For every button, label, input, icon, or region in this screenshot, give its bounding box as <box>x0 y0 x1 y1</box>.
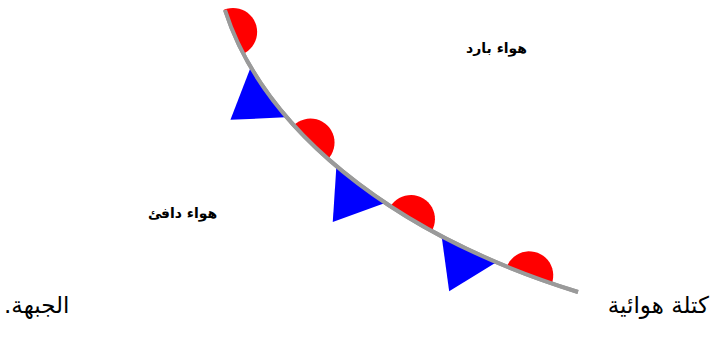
caption-text: كتلة هوائية <box>608 292 709 320</box>
caption-text: الجبهة. <box>4 292 69 320</box>
front-line <box>225 10 578 292</box>
warm-front-semicircle <box>293 119 334 160</box>
warm-front-semicircle <box>390 195 435 231</box>
front-line <box>225 10 578 292</box>
air-mass-label: هواء دافئ <box>148 205 217 222</box>
cold-front-triangle <box>442 237 496 291</box>
air-mass-label: هواء بارد <box>466 40 527 57</box>
